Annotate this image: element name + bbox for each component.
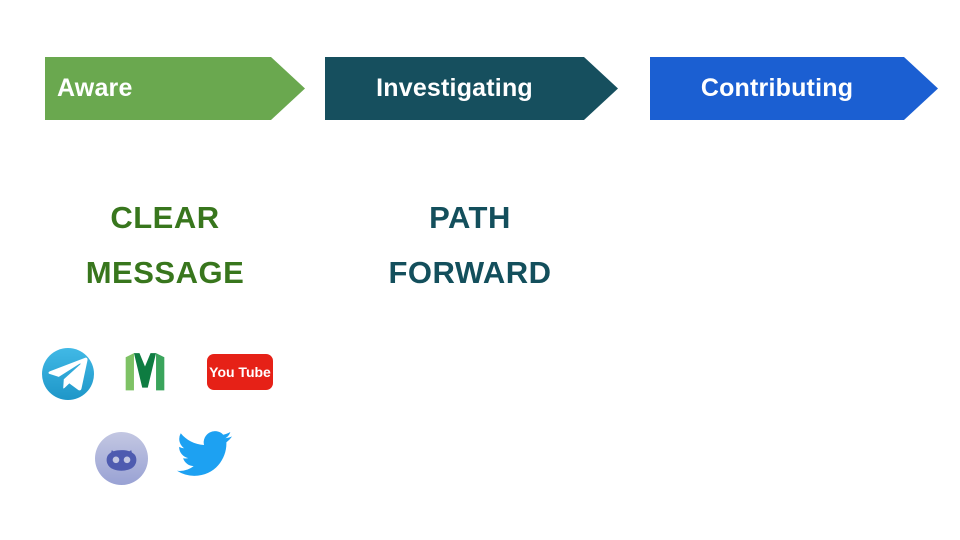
twitter-icon — [177, 426, 232, 481]
stage-arrow-aware-label: Aware — [57, 74, 133, 102]
youtube-icon: You Tube — [207, 354, 273, 390]
stage-arrow-investigating: Investigating — [325, 57, 618, 120]
heading-clear-message-line1: CLEAR — [110, 200, 220, 235]
stage-arrow-contributing-label: Contributing — [700, 74, 854, 102]
stage-arrow-investigating-label: Investigating — [376, 74, 533, 102]
youtube-icon-label: You Tube — [209, 364, 271, 380]
medium-icon — [122, 349, 168, 395]
telegram-icon — [42, 348, 94, 400]
discord-icon — [95, 432, 148, 485]
stage-arrow-aware: Aware — [45, 57, 305, 120]
stage-arrow-contributing: Contributing — [650, 57, 938, 120]
heading-clear-message: CLEAR MESSAGE — [55, 190, 275, 300]
heading-path-forward: PATH FORWARD — [350, 190, 590, 300]
heading-path-forward-line1: PATH — [429, 200, 511, 235]
heading-path-forward-line2: FORWARD — [388, 255, 552, 290]
heading-clear-message-line2: MESSAGE — [85, 255, 245, 290]
